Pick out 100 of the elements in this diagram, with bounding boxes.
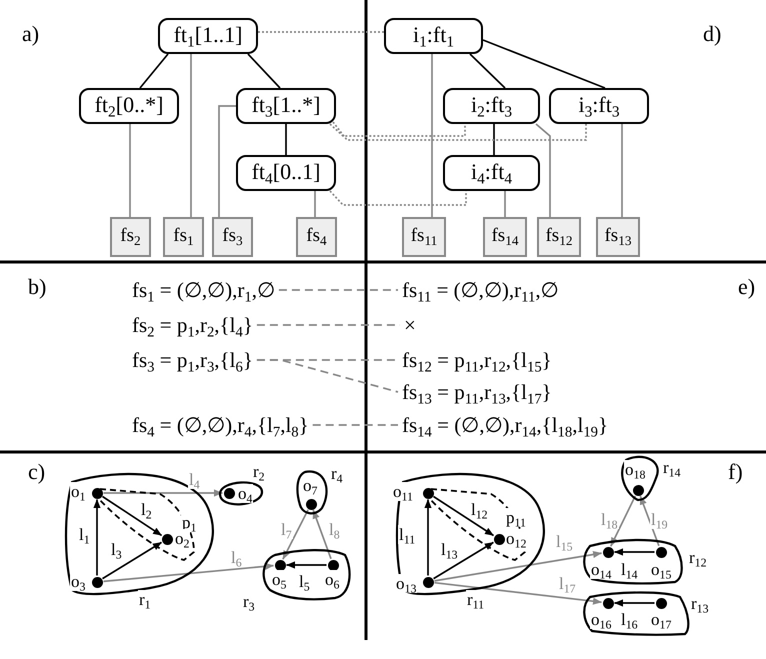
region-label: r$_{1}$ <box>138 590 152 609</box>
arrow <box>102 496 162 536</box>
connector-line <box>504 191 506 217</box>
formula: fs$_{14}$ = (∅,∅),r$_{14}$,{l$_{18}$,l$_{19}$} <box>402 411 608 439</box>
point-label: o$_{3}$ <box>70 572 86 591</box>
arrow <box>312 510 332 560</box>
arrow <box>102 542 162 580</box>
edge-label: l$_{1}$ <box>78 525 91 544</box>
point-label: o$_{6}$ <box>324 570 340 589</box>
feature-set-box: fs$_{1}$ <box>163 217 204 257</box>
point-dot <box>422 576 434 588</box>
connector-line <box>247 53 281 89</box>
arrow <box>614 548 654 556</box>
edge-label: l$_{13}$ <box>440 540 459 559</box>
connector-line <box>482 39 606 89</box>
arrow <box>433 542 494 580</box>
point-dot <box>656 546 666 558</box>
point-label: o$_{2}$ <box>174 529 190 548</box>
point-label: o$_{12}$ <box>505 529 528 548</box>
edge-label: l$_{7}$ <box>280 520 293 539</box>
edge-label: l$_{14}$ <box>620 560 639 579</box>
arrow <box>424 499 432 576</box>
connector-line <box>535 123 551 217</box>
edge-label: l$_{17}$ <box>558 574 577 593</box>
panel-label: c) <box>28 460 46 484</box>
connector-line <box>314 191 316 217</box>
edge-label: l$_{4}$ <box>188 470 201 489</box>
arrow <box>93 499 101 576</box>
panel-label: d) <box>703 22 722 46</box>
region-label: p$_{11}$ <box>505 508 527 527</box>
arrow <box>103 562 274 582</box>
point-label: o$_{11}$ <box>392 482 414 501</box>
edge-label: l$_{19}$ <box>650 510 669 529</box>
formula: fs$_{13}$ = p$_{11}$,r$_{13}$,{l$_{17}$} <box>402 378 552 406</box>
feature-box: i$_{3}$:ft$_{3}$ <box>549 88 649 124</box>
edge-label: l$_{8}$ <box>328 520 341 539</box>
edge-label: l$_{3}$ <box>110 540 123 559</box>
arrow <box>610 496 636 547</box>
connector-line <box>190 54 192 217</box>
arrow <box>104 489 223 497</box>
point-label: o$_{1}$ <box>70 482 86 501</box>
point-dot <box>224 488 234 498</box>
feature-set-box: fs$_{12}$ <box>537 217 581 257</box>
point-label: o$_{5}$ <box>271 570 288 589</box>
feature-box: i$_{2}$:ft$_{3}$ <box>443 88 540 124</box>
point-dot <box>92 576 102 588</box>
feature-box: ft$_{3}$[1..*] <box>236 88 336 124</box>
panel-label: a) <box>22 22 40 46</box>
edge-label: l$_{2}$ <box>140 500 153 519</box>
dashed-line <box>332 121 587 141</box>
panel-label: e) <box>738 275 756 299</box>
formula: fs$_{12}$ = p$_{11}$,r$_{12}$,{l$_{15}$} <box>402 346 552 374</box>
point-dot <box>328 560 338 570</box>
point-label: o$_{18}$ <box>624 460 646 479</box>
point-dot <box>274 560 286 570</box>
connector-line <box>621 124 623 217</box>
edge-label: l$_{12}$ <box>470 500 489 519</box>
connector-line <box>129 124 131 217</box>
connector-line <box>493 124 495 155</box>
dashed-line <box>329 190 467 206</box>
formula: fs$_{3}$ = p$_{1}$,r$_{3}$,{l$_{6}$} <box>132 346 253 374</box>
connector-line <box>285 124 287 155</box>
point-dot <box>602 546 614 558</box>
formula: fs$_{4}$ = (∅,∅),r$_{4}$,{l$_{7}$,l$_{8}$} <box>132 411 309 439</box>
dashed-line <box>312 424 398 426</box>
feature-set-box: fs$_{11}$ <box>402 217 446 257</box>
point-dot <box>422 488 434 498</box>
formula: fs$_{1}$ = (∅,∅),r$_{1}$,∅ <box>132 276 275 304</box>
point-label: o$_{13}$ <box>395 574 418 593</box>
point-dot <box>306 498 316 510</box>
feature-set-box: fs$_{4}$ <box>296 217 337 257</box>
panel-label: f) <box>728 460 743 484</box>
dashed-line <box>278 289 398 291</box>
point-dot <box>92 488 102 498</box>
connector-line <box>431 54 433 217</box>
feature-set-box: fs$_{14}$ <box>483 217 527 257</box>
edge-label: l$_{15}$ <box>555 532 574 551</box>
dashed-line <box>256 359 398 393</box>
arrow <box>433 496 494 536</box>
feature-box: i$_{1}$:ft$_{1}$ <box>384 18 483 54</box>
arrow <box>614 599 654 607</box>
formula: fs$_{2}$ = p$_{1}$,r$_{2}$,{l$_{4}$} <box>132 311 253 339</box>
arrow <box>640 496 660 546</box>
arrow <box>434 550 602 582</box>
point-dot <box>494 534 504 544</box>
point-dot <box>162 534 172 544</box>
point-label: o$_{4}$ <box>237 484 254 503</box>
feature-set-box: fs$_{3}$ <box>212 217 253 257</box>
connector-line <box>218 105 236 217</box>
point-dot <box>602 598 614 608</box>
formula: × <box>404 311 416 339</box>
region-label: r$_{11}$ <box>466 590 486 609</box>
feature-set-box: fs$_{2}$ <box>110 217 151 257</box>
edge-label: l$_{18}$ <box>600 510 619 529</box>
edge-label: l$_{16}$ <box>620 610 639 629</box>
feature-box: i$_{4}$:ft$_{4}$ <box>443 155 540 191</box>
edge-label: l$_{5}$ <box>298 572 311 591</box>
edge-label: l$_{11}$ <box>398 525 416 544</box>
point-dot <box>632 484 644 496</box>
dashed-line <box>258 31 384 33</box>
